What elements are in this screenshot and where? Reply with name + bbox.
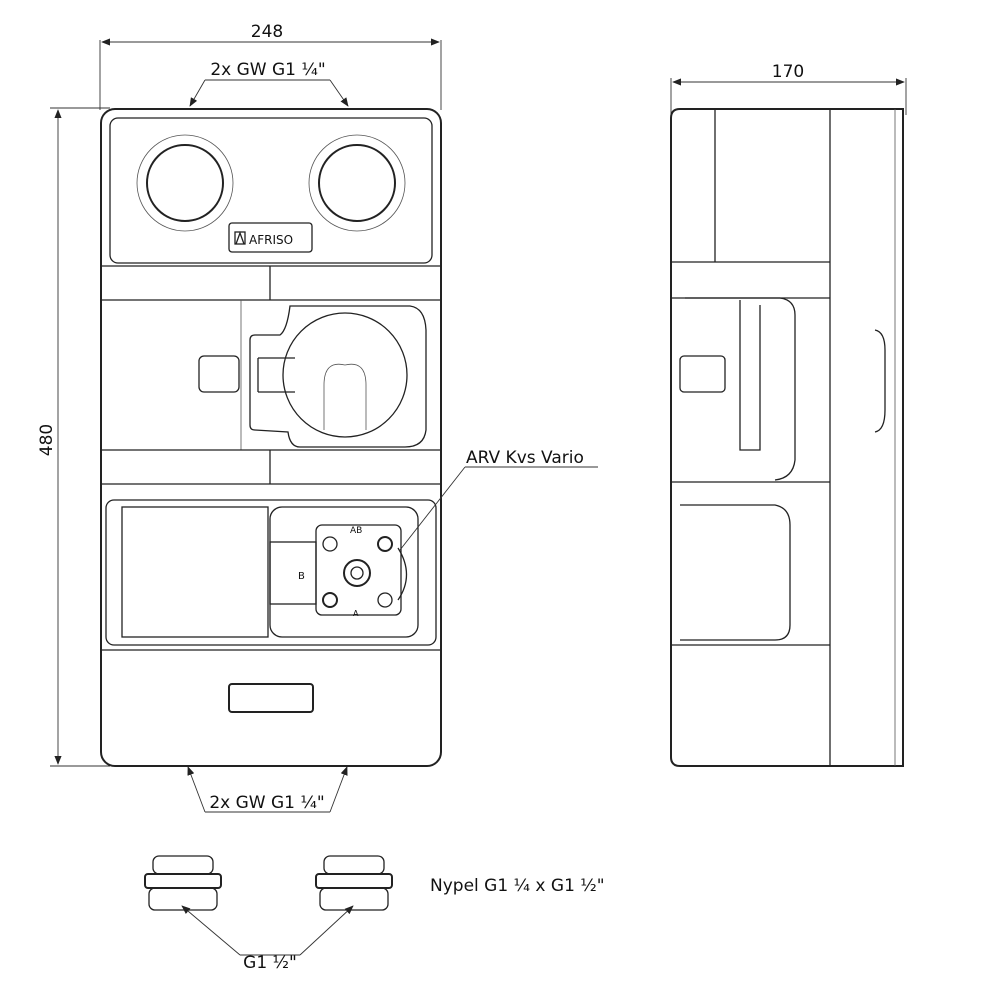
- top-connection-callout: 2x GW G1 ¼": [189, 60, 349, 107]
- bottom-connection-callout: 2x GW G1 ¼": [187, 766, 348, 813]
- nipple-label: Nypel G1 ¼ x G1 ½": [430, 876, 605, 896]
- bottom-connection-label: 2x GW G1 ¼": [209, 793, 324, 813]
- afriso-logo: AFRISO: [228, 222, 313, 253]
- nipple-left: [144, 855, 222, 911]
- logo-text: AFRISO: [249, 233, 293, 247]
- nipple-right: [315, 855, 393, 911]
- valve-assembly: AB B A: [269, 524, 408, 618]
- height-dimension: 480: [37, 107, 110, 767]
- height-value: 480: [37, 424, 57, 456]
- valve-mark-ab: AB: [350, 526, 362, 536]
- side-view: [670, 108, 904, 767]
- width-value: 248: [251, 22, 283, 42]
- top-connection-label: 2x GW G1 ¼": [210, 60, 325, 80]
- nipple-thread-callout: G1 ½": [181, 905, 354, 973]
- valve-mark-b: B: [298, 571, 305, 582]
- depth-dimension: 170: [670, 62, 907, 115]
- valve-label: ARV Kvs Vario: [466, 448, 584, 468]
- front-view: AFRISO AB B A: [100, 108, 442, 767]
- nipple-thread-label: G1 ½": [243, 953, 297, 973]
- valve-mark-a: A: [353, 609, 359, 618]
- width-dimension: 248: [99, 22, 442, 110]
- depth-value: 170: [772, 62, 804, 82]
- valve-callout: ARV Kvs Vario: [399, 448, 598, 551]
